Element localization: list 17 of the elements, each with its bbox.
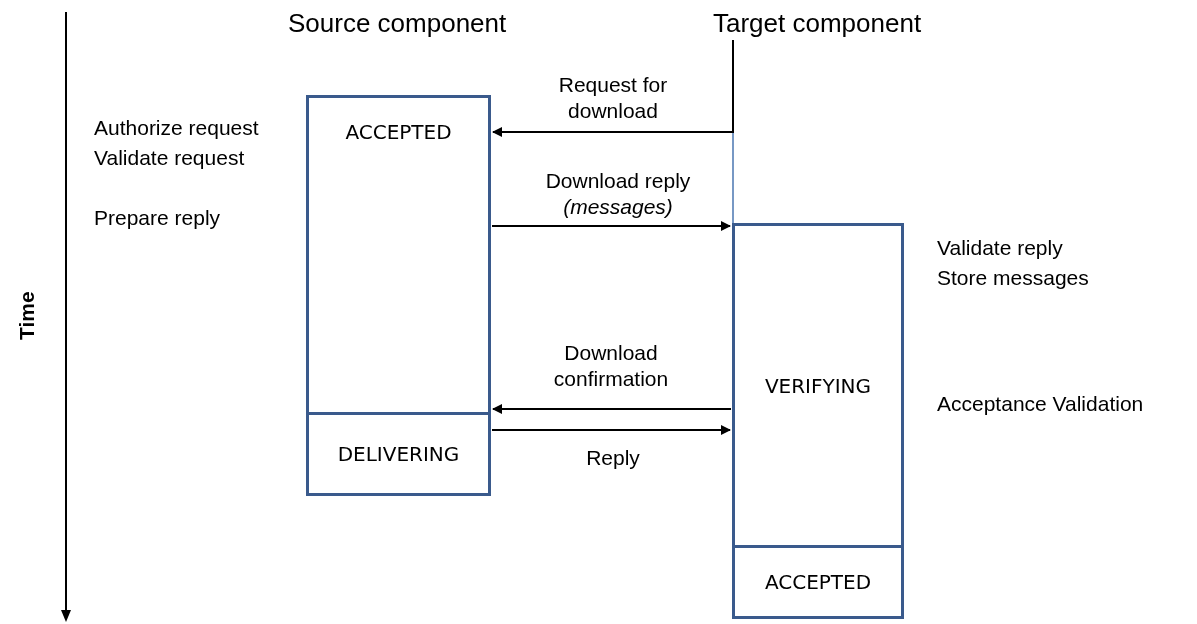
state-box: ACCEPTED bbox=[732, 545, 904, 619]
state-box: DELIVERING bbox=[306, 412, 491, 496]
step-note: Acceptance Validation bbox=[937, 391, 1144, 417]
axis-label: Time bbox=[14, 291, 39, 340]
state-box: ACCEPTED bbox=[306, 95, 491, 415]
message-arrow bbox=[492, 39, 734, 137]
step-note: Prepare reply bbox=[94, 205, 221, 231]
message-arrow bbox=[492, 404, 732, 414]
lifeline-heading: Target component bbox=[713, 8, 922, 38]
state-box: VERIFYING bbox=[732, 223, 904, 548]
message-arrow bbox=[491, 221, 731, 231]
step-note: Validate request bbox=[94, 145, 245, 171]
message-arrow bbox=[491, 425, 731, 435]
step-note: Store messages bbox=[937, 265, 1089, 291]
step-note: Validate reply bbox=[937, 235, 1063, 261]
step-note: Authorize request bbox=[94, 115, 259, 141]
lifeline-heading: Source component bbox=[288, 8, 507, 38]
